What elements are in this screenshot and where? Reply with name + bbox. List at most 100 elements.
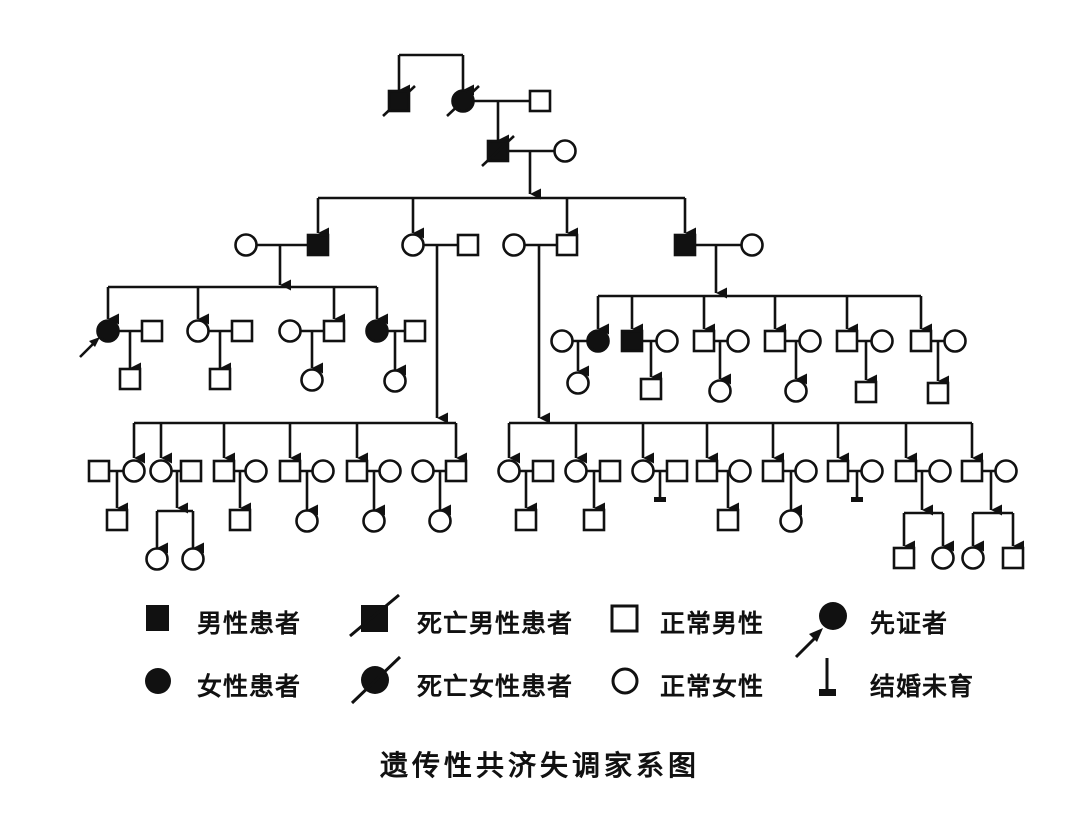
normal-male-symbol	[960, 459, 984, 483]
normal-male-symbol	[763, 329, 787, 353]
affected-female-legend-icon	[145, 668, 171, 694]
legend-label: 死亡女性患者	[417, 672, 574, 701]
normal-male-symbol	[444, 459, 468, 483]
deceased-slash-icon	[481, 135, 515, 167]
normal-female-symbol	[278, 319, 302, 343]
normal-male-symbol	[892, 546, 916, 570]
legend-deceased-affected-male: 死亡男性患者	[417, 604, 573, 640]
deceased-slash-icon	[382, 85, 416, 117]
no-children-bar	[654, 497, 666, 502]
normal-female-symbol	[928, 459, 952, 483]
normal-male-symbol	[212, 459, 236, 483]
normal-male-symbol	[835, 329, 859, 353]
normal-female-symbol	[961, 546, 985, 570]
normal-male-symbol	[555, 233, 579, 257]
normal-female-symbol	[550, 329, 574, 353]
normal-female-symbol	[295, 509, 319, 533]
legend-label: 死亡男性患者	[417, 609, 574, 638]
normal-female-symbol	[726, 329, 750, 353]
affected-female-symbol	[586, 329, 610, 353]
normal-female-symbol	[860, 459, 884, 483]
normal-male-symbol	[854, 380, 878, 404]
legend-deceased-affected-female: 死亡女性患者	[417, 667, 573, 703]
normal-female-symbol	[728, 459, 752, 483]
normal-male-symbol	[514, 508, 538, 532]
normal-male-symbol	[456, 233, 480, 257]
normal-female-symbol	[378, 459, 402, 483]
normal-female-symbol	[502, 233, 526, 257]
normal-female-symbol	[631, 459, 655, 483]
normal-male-symbol	[826, 459, 850, 483]
normal-female-symbol	[655, 329, 679, 353]
deceased-slash-icon	[350, 655, 402, 705]
legend-affected-female: 女性患者	[197, 667, 301, 703]
affected-female-symbol	[365, 319, 389, 343]
normal-female-symbol	[244, 459, 268, 483]
legend-label: 正常女性	[660, 672, 765, 701]
normal-male-symbol	[208, 367, 232, 391]
normal-male-symbol	[598, 459, 622, 483]
normal-male-symbol	[322, 319, 346, 343]
normal-male-symbol	[894, 459, 918, 483]
normal-male-symbol	[87, 459, 111, 483]
legend-label: 女性患者	[197, 672, 302, 701]
normal-female-symbol	[362, 509, 386, 533]
normal-female-symbol	[428, 509, 452, 533]
normal-female-symbol	[300, 368, 324, 392]
legend-married-no-children: 结婚未育	[870, 667, 974, 703]
normal-male-legend-icon	[610, 604, 639, 633]
normal-female-symbol	[122, 459, 146, 483]
normal-male-symbol	[926, 381, 950, 405]
legend-proband: 先证者	[870, 604, 948, 640]
normal-male-symbol	[1001, 546, 1025, 570]
normal-male-symbol	[761, 459, 785, 483]
figure-caption: 遗传性共济失调家系图	[379, 749, 700, 782]
proband-arrowhead-icon	[89, 337, 100, 347]
normal-male-symbol	[345, 459, 369, 483]
normal-female-symbol	[383, 369, 407, 393]
affected-male-legend-icon	[146, 605, 169, 631]
normal-male-symbol	[909, 329, 933, 353]
normal-male-symbol	[695, 459, 719, 483]
normal-male-symbol	[118, 367, 142, 391]
legend-normal-male: 正常男性	[660, 604, 764, 640]
normal-male-symbol	[278, 459, 302, 483]
legend-normal-female: 正常女性	[660, 667, 764, 703]
normal-male-symbol	[403, 319, 427, 343]
pedigree-individuals	[79, 85, 1025, 571]
normal-male-symbol	[140, 319, 164, 343]
normal-female-symbol	[497, 459, 521, 483]
legend-affected-male: 男性患者	[197, 604, 301, 640]
normal-female-symbol	[181, 547, 205, 571]
normal-male-symbol	[105, 508, 129, 532]
affected-male-symbol	[306, 233, 330, 257]
proband-arrow-icon	[794, 636, 817, 659]
normal-female-symbol	[311, 459, 335, 483]
normal-female-symbol	[145, 547, 169, 571]
normal-female-symbol	[564, 459, 588, 483]
deceased-slash-icon	[446, 85, 480, 117]
legend-symbols	[145, 593, 847, 705]
normal-male-symbol	[528, 89, 552, 113]
normal-male-symbol	[230, 319, 254, 343]
no-children-bar	[851, 497, 863, 502]
normal-female-symbol	[566, 371, 590, 395]
normal-male-symbol	[716, 508, 740, 532]
deceased-slash-icon	[349, 593, 400, 638]
proband-arrowhead-icon	[809, 628, 823, 642]
normal-female-symbol	[401, 233, 425, 257]
normal-female-symbol	[553, 139, 577, 163]
normal-female-symbol	[798, 329, 822, 353]
normal-female-symbol	[411, 459, 435, 483]
normal-male-symbol	[639, 377, 663, 401]
normal-female-symbol	[784, 379, 808, 403]
normal-female-symbol	[740, 233, 764, 257]
normal-male-symbol	[179, 459, 203, 483]
affected-male-symbol	[673, 233, 697, 257]
normal-female-symbol	[943, 329, 967, 353]
normal-female-symbol	[994, 459, 1018, 483]
legend-label: 先证者	[870, 609, 949, 638]
legend-label: 结婚未育	[870, 672, 975, 701]
normal-male-symbol	[692, 329, 716, 353]
normal-female-symbol	[186, 319, 210, 343]
